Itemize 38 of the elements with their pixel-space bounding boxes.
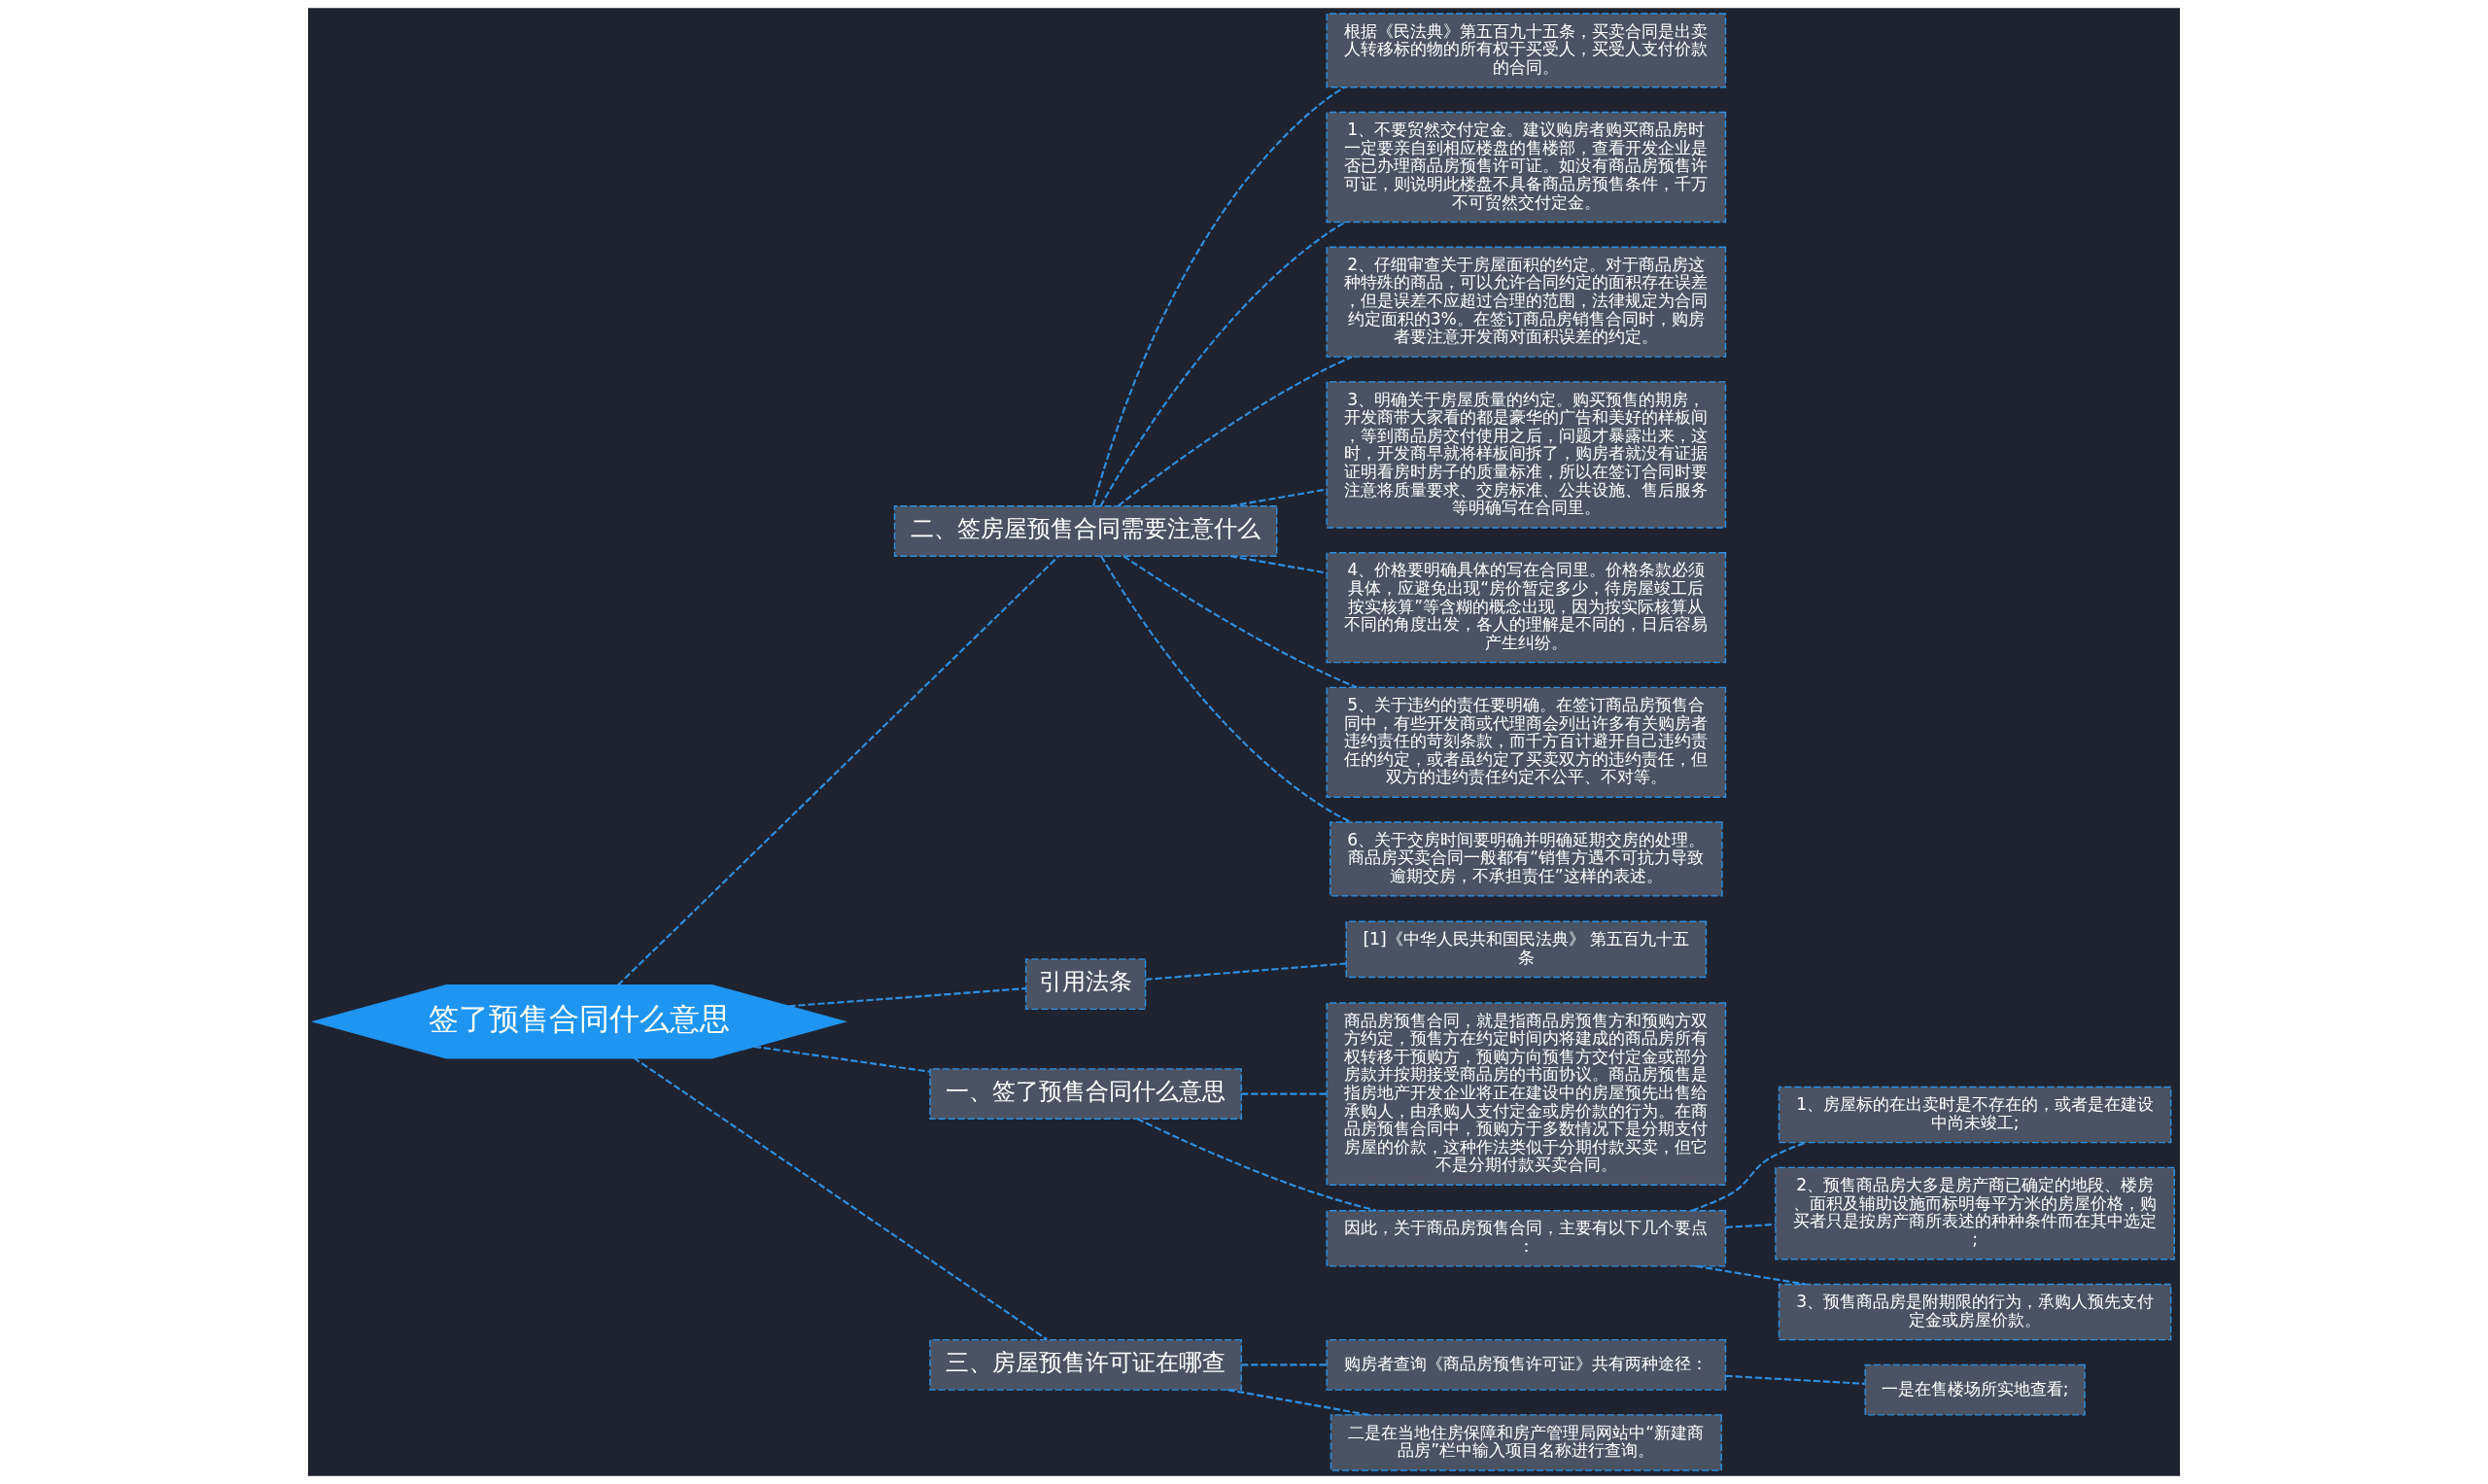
- connector: [1229, 488, 1328, 507]
- connector: [1145, 962, 1346, 981]
- node-box: 二是在当地住房保障和房产管理局网站中“新建商品房”栏中输入项目名称进行查询。: [1330, 1414, 1722, 1471]
- node-box: 根据《民法典》第五百九十五条，买卖合同是出卖人转移标的物的所有权于买受人，买受人支付价款的合同。: [1326, 13, 1727, 88]
- node-box: 1、房屋标的在出卖时是不存在的，或者是在建设中尚未竣工;: [1778, 1086, 2172, 1144]
- connector: [1099, 221, 1346, 507]
- connector: [788, 987, 1026, 1008]
- node-box: 引用法条: [1024, 958, 1147, 1011]
- node-box: 4、价格要明确具体的写在合同里。价格条款必须具体，应避免出现“房价暂定多少，待房屋竣工后按实核算”等含糊的概念出现，因为按实际核算从不同的角度出发，各人的理解是不同的，日后容易产生纠纷。: [1326, 552, 1727, 664]
- node-box: 二、签房屋预售合同需要注意什么: [893, 505, 1278, 557]
- connector: [1123, 555, 1358, 689]
- connector: [1725, 1374, 1865, 1385]
- connector: [617, 556, 1059, 986]
- connector: [1696, 1264, 1806, 1286]
- node-box: 三、房屋预售许可证在哪查: [929, 1338, 1242, 1391]
- node-box: 5、关于违约的责任要明确。在签订商品房预售合同中，有些开发商或代理商会列出许多有关购房者违约责任的苛刻条款，而千方百计避开自己违约责任的约定，或者虽约定了买卖双方的违约责任，但双方的违约责任约定不公平、不对等。: [1326, 686, 1727, 799]
- node-box: 3、明确关于房屋质量的约定。购买预售的期房，开发商带大家看的都是豪华的广告和美好的样板间，等到商品房交付使用之后，问题才暴露出来，这时，开发商早就将样板间拆了，购房者就没有证据证明看房时房子的质量标准，所以在签订合同时要注意将质量要求、交房标准、公共设施、售后服务等明确写在合同里。: [1326, 381, 1727, 529]
- connector: [1691, 1141, 1807, 1212]
- connector: [1241, 1363, 1327, 1366]
- node-box: 6、关于交房时间要明确并明确延期交房的处理。商品房买卖合同一般都有“销售方遇不可抗力导致逾期交房，不承担责任”这样的表述。: [1330, 821, 1723, 897]
- connector: [753, 1045, 930, 1073]
- connector: [1118, 356, 1353, 507]
- node-box: 一、签了预售合同什么意思: [929, 1068, 1242, 1121]
- connector: [1227, 1389, 1368, 1416]
- connector: [1241, 1092, 1327, 1095]
- node-box: 1、不要贸然交付定金。建议购房者购买商品房时一定要亲自到相应楼盘的售楼部，查看开发企业是否已办理商品房预售许可证。如没有商品房预售许可证，则说明此楼盘不具备商品房预售条件，千万不可贸然交付定金。: [1326, 111, 1727, 224]
- connector: [1725, 1223, 1776, 1228]
- connector: [1229, 555, 1328, 574]
- node-box: 2、仔细审查关于房屋面积的约定。对于商品房这种特殊的商品，可以允许合同约定的面积存在误差，但是误差不应超过合理的范围，法律规定为合同约定面积的3%。在签订商品房销售合同时，购房者要注意开发商对面积误差的约定。: [1326, 246, 1727, 358]
- node-box: 因此，关于商品房预售合同，主要有以下几个要点：: [1326, 1209, 1727, 1267]
- connector: [1091, 86, 1345, 506]
- connector: [633, 1056, 1048, 1341]
- node-box: 购房者查询《商品房预售许可证》共有两种途径：: [1326, 1338, 1727, 1391]
- node-box: 3、预售商品房是附期限的行为，承购人预先支付定金或房屋价款。: [1778, 1283, 2172, 1341]
- node-box: [1]《中华人民共和国民法典》 第五百九十五条: [1345, 920, 1708, 979]
- node-box: 2、预售商品房大多是房产商已确定的地段、楼房、面积及辅助设施而标明每平方米的房屋价格，购买者只是按房产商所表述的种种条件而在其中选定;: [1775, 1166, 2175, 1260]
- node-box: 一是在售楼场所实地查看;: [1864, 1363, 2086, 1416]
- node-box: 商品房预售合同，就是指商品房预售方和预购方双方约定，预售方在约定时间内将建成的商品房所有权转移于预购方，预购方向预售方交付定金或部分房款并按期接受商品房的书面协议。商品房预售是指房地产开发企业将正在建设中的房屋预先出售给承购人，由承购人支付定金或房价款的行为。在商品房预售合同中，预购方于多数情况下是分期支付房屋的价款，这种作法类似于分期付款买卖，但它不是分期付款买卖合同。: [1326, 1002, 1727, 1186]
